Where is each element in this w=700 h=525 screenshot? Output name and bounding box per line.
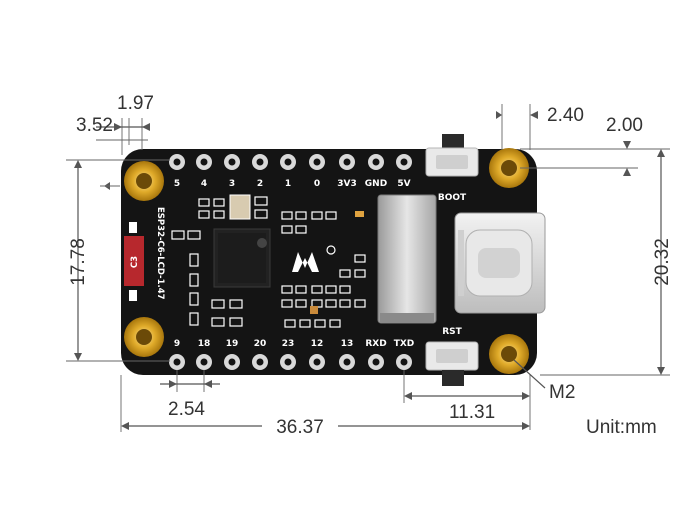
top-pin-label: 2: [257, 179, 263, 189]
mount-hole-top-left: [124, 161, 164, 201]
top-pin-header: [169, 154, 412, 170]
mount-hole-bottom-left: [124, 317, 164, 357]
led-component: [355, 211, 364, 217]
bottom-pin-label: 18: [198, 339, 211, 349]
top-pin-label: GND: [365, 179, 387, 189]
mount-hole-top-right: [489, 148, 529, 188]
dimension-board-width: [120, 375, 530, 432]
top-pin-label: 5V: [397, 179, 410, 189]
dim-2-00: 2.00: [606, 115, 643, 136]
bottom-pin-label: TXD: [394, 339, 415, 349]
metal-shield: [377, 194, 437, 324]
bottom-pin-label: 12: [311, 339, 324, 349]
dim-20-32: 20.32: [652, 238, 673, 286]
waveshare-logo-icon: [292, 245, 336, 272]
boot-button: [425, 134, 479, 177]
top-pin-label: 3V3: [337, 179, 357, 189]
bottom-pin-label: 9: [174, 339, 180, 349]
dim-17-78: 17.78: [68, 238, 89, 286]
unit-label: Unit:mm: [586, 417, 657, 438]
boot-label: BOOT: [438, 193, 467, 203]
bottom-pin-label: RXD: [365, 339, 386, 349]
crystal: [229, 194, 251, 220]
top-pin-label: 3: [229, 179, 235, 189]
main-chip: [213, 228, 271, 288]
top-pin-label: 1: [285, 179, 291, 189]
dimension-hole-offset-top: [496, 104, 538, 150]
dimension-board-height: [540, 148, 670, 376]
bottom-pin-header: [169, 354, 412, 370]
reset-label: RST: [442, 327, 462, 337]
bottom-pin-label: 13: [341, 339, 354, 349]
dimension-hole-offset-right: [520, 141, 638, 176]
dim-2-54: 2.54: [168, 399, 205, 420]
dimension-connector-offset: [403, 370, 531, 430]
fuse-component: [310, 306, 318, 314]
bottom-pin-label: 23: [282, 339, 295, 349]
dim-1-97: 1.97: [117, 93, 154, 114]
bottom-pin-label: 19: [226, 339, 239, 349]
m2-label: M2: [549, 382, 575, 403]
board-name-silk: ESP32-C6-LCD-1.47: [155, 207, 165, 300]
c3-label: C3: [130, 256, 140, 268]
dimension-left-offsets: [96, 118, 150, 155]
smd-components: [171, 196, 366, 328]
dim-3-52: 3.52: [76, 115, 113, 136]
dim-2-40: 2.40: [547, 105, 584, 126]
dim-36-37: 36.37: [276, 417, 324, 438]
dimension-pin-pitch: [160, 370, 220, 392]
dimension-hole-spacing-vertical: [66, 159, 170, 362]
usb-c-connector-icon: [454, 212, 546, 314]
top-pin-label: 5: [174, 179, 180, 189]
reset-button: [425, 341, 479, 386]
bottom-pin-label: 20: [254, 339, 267, 349]
c3-component: [124, 236, 144, 286]
dim-11-31: 11.31: [449, 402, 495, 423]
top-pin-label: 4: [201, 179, 207, 189]
top-pin-label: 0: [314, 179, 320, 189]
m2-leader-line: [513, 359, 546, 389]
